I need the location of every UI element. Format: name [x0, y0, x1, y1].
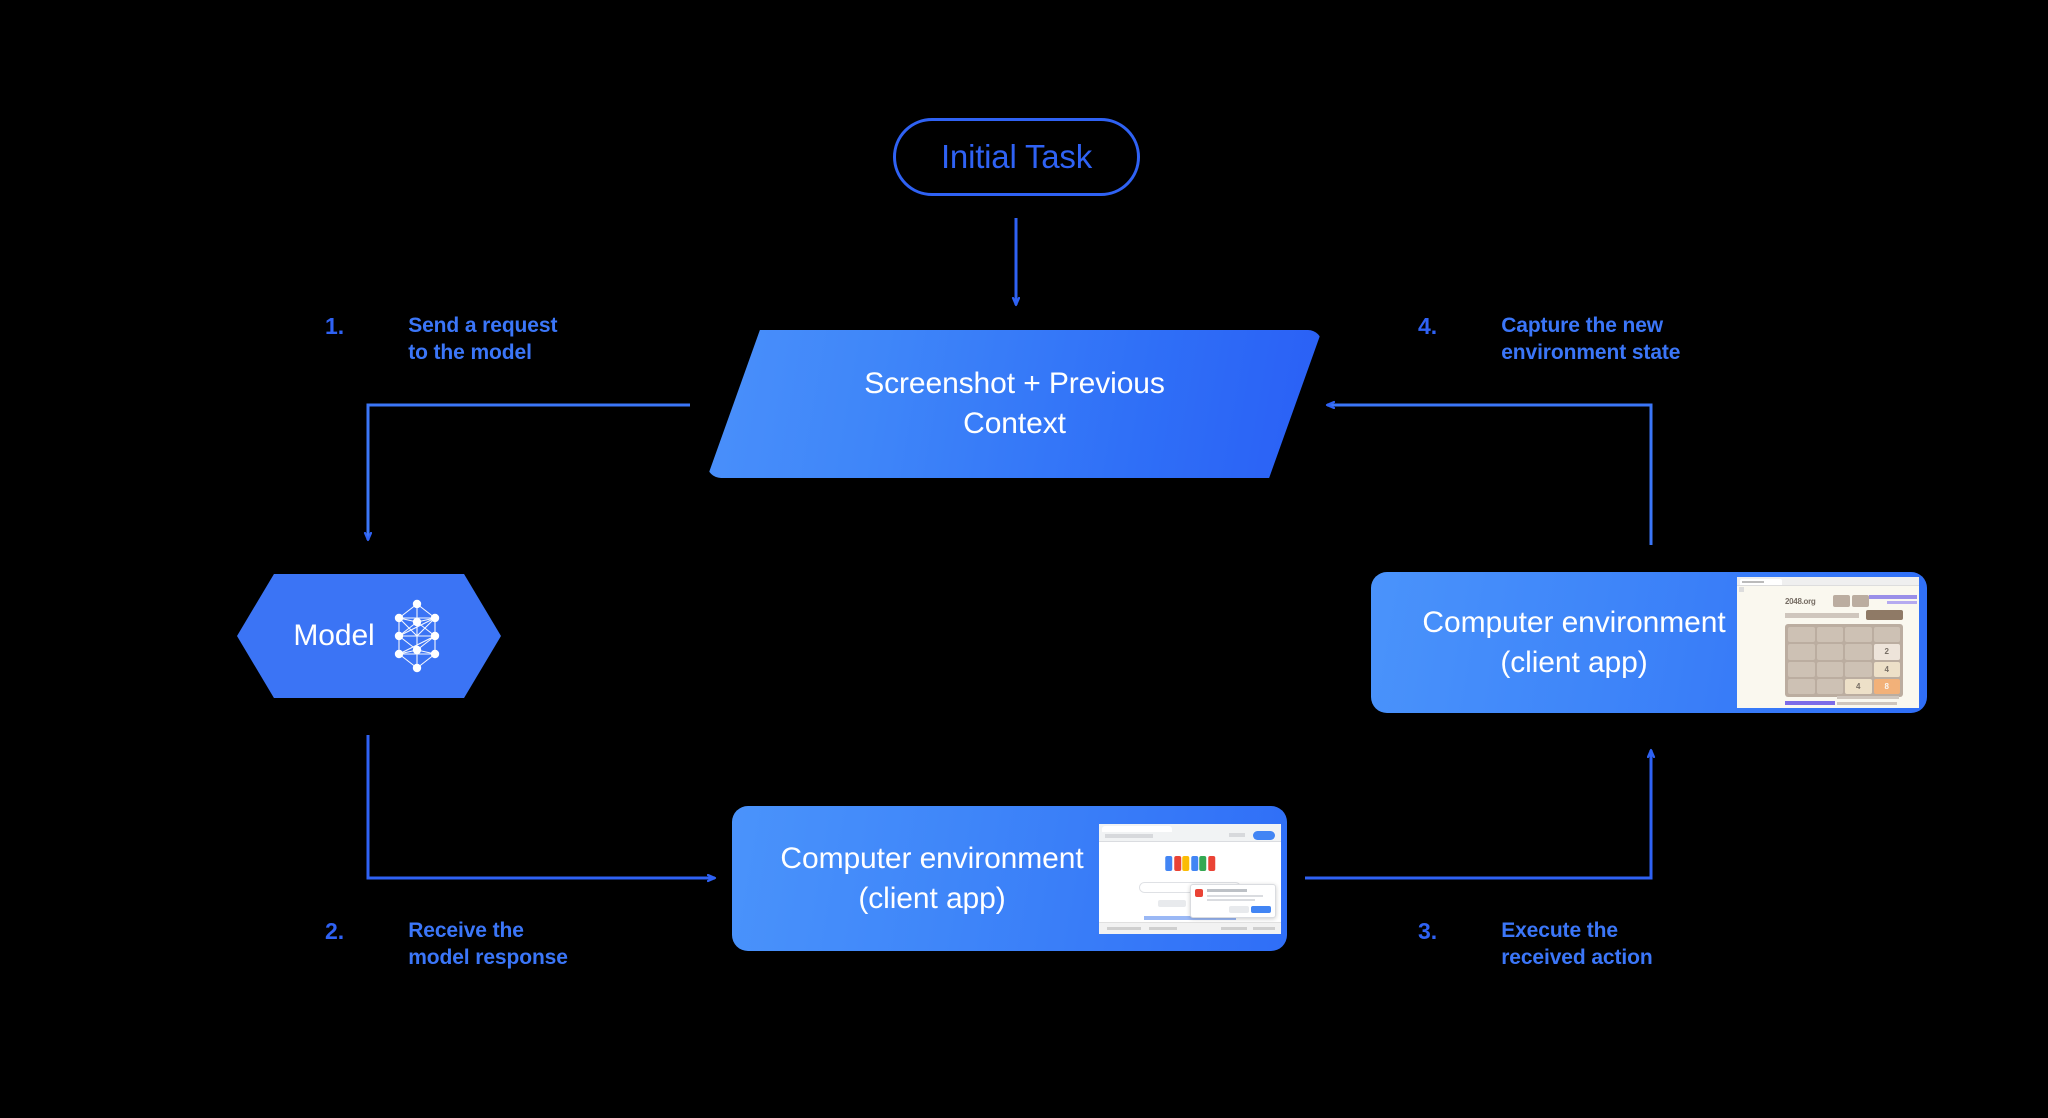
connector-context-to-model [368, 403, 690, 540]
model-node: Model [237, 574, 501, 698]
dialog-popup [1190, 884, 1276, 918]
avatar [1253, 831, 1275, 840]
footer-link [1785, 701, 1835, 705]
dialog-icon [1195, 889, 1203, 897]
model-node-shape [237, 574, 501, 698]
tile [1845, 627, 1872, 643]
tile: 8 [1873, 678, 1900, 694]
step-3-line2: received action [1501, 945, 1653, 969]
env-right-label-line1: Computer environment [1422, 605, 1726, 639]
dialog-text [1207, 895, 1263, 897]
step-2-line2: model response [408, 945, 568, 969]
google-logo-icon [1165, 856, 1215, 871]
step-4-line2: environment state [1501, 340, 1681, 364]
initial-task-node: Initial Task [893, 118, 1140, 196]
game-title: 2048.org [1785, 597, 1816, 606]
context-label-line2: Context [963, 407, 1066, 440]
tile [1873, 627, 1900, 643]
thumbnail-2048-game: 2048.org 2 4 4 [1737, 577, 1919, 708]
footer-text [1837, 702, 1897, 705]
step-1-line2: to the model [408, 340, 532, 364]
initial-task-label: Initial Task [940, 138, 1093, 175]
new-game-button[interactable] [1866, 610, 1903, 620]
step-4-number: 4. [1418, 313, 1438, 339]
tile [1845, 644, 1872, 660]
address-bar-dot [1739, 587, 1744, 592]
step-4-text: Capture the new environment state [1501, 313, 1680, 367]
context-node: Screenshot + Previous Context [707, 330, 1322, 478]
tile [1788, 627, 1815, 643]
dialog-text [1207, 899, 1255, 901]
dialog-cancel-button[interactable] [1229, 906, 1249, 913]
context-label-line1: Screenshot + Previous [864, 367, 1165, 401]
tile [1816, 627, 1843, 643]
game-subtitle [1785, 613, 1859, 618]
step-4-line1: Capture the new [1501, 314, 1664, 337]
step-3-text: Execute the received action [1501, 918, 1653, 972]
score-box [1833, 595, 1850, 607]
browser-tab-bar [1737, 577, 1919, 586]
context-node-shape [707, 330, 1322, 478]
step-3-number: 3. [1418, 918, 1438, 944]
address-bar [1105, 834, 1153, 838]
step-1-line1: Send a request [408, 314, 558, 337]
tile [1788, 661, 1815, 677]
step-2-number: 2. [325, 918, 345, 944]
tile [1788, 644, 1815, 660]
step-3-line1: Execute the [1501, 919, 1618, 942]
page-footer [1099, 922, 1281, 934]
header-link [1869, 595, 1917, 599]
step-1-number: 1. [325, 313, 345, 339]
model-label: Model [293, 619, 375, 652]
game-grid[interactable]: 2 4 4 8 [1785, 624, 1903, 697]
step-1-text: Send a request to the model [408, 313, 557, 367]
step-2-line1: Receive the [408, 919, 524, 942]
context-node-label: Screenshot + Previous Context [707, 330, 1322, 478]
toolbar-icons [1229, 833, 1245, 837]
tile: 2 [1873, 644, 1900, 660]
header-link-secondary [1887, 601, 1917, 604]
env-bottom-label-line1: Computer environment [780, 841, 1084, 875]
env-bottom-label-line2: (client app) [858, 881, 1006, 915]
step-1: 1. Send a request to the model [325, 313, 557, 367]
connector-env-right-to-context [1327, 405, 1653, 545]
env-right-node: Computer environment (client app) 2048.o… [1371, 572, 1927, 713]
footer-text [1837, 696, 1899, 699]
step-3: 3. Execute the received action [1418, 918, 1653, 972]
env-bottom-node: Computer environment (client app) [732, 806, 1287, 951]
step-2: 2. Receive the model response [325, 918, 568, 972]
tile [1788, 678, 1815, 694]
tile [1816, 678, 1843, 694]
step-4: 4. Capture the new environment state [1418, 313, 1680, 367]
env-right-label-line2: (client app) [1500, 645, 1648, 679]
connector-model-to-env-bottom [366, 735, 715, 878]
promo-link [1144, 916, 1236, 920]
tile [1816, 661, 1843, 677]
tile: 4 [1873, 661, 1900, 677]
thumbnail-google-search [1099, 824, 1281, 934]
browser-tab [1740, 578, 1782, 585]
dialog-confirm-button[interactable] [1251, 906, 1271, 913]
env-right-label: Computer environment (client app) [1381, 572, 1767, 713]
tile: 4 [1845, 678, 1872, 694]
connector-env-bottom-to-env-right [1305, 750, 1651, 880]
step-2-text: Receive the model response [408, 918, 568, 972]
best-score-box [1852, 595, 1869, 607]
dialog-title [1207, 889, 1247, 892]
tile [1816, 644, 1843, 660]
env-bottom-label: Computer environment (client app) [742, 806, 1122, 951]
tile [1845, 661, 1872, 677]
neural-network-icon [394, 599, 439, 673]
browser-tab [1102, 826, 1172, 832]
